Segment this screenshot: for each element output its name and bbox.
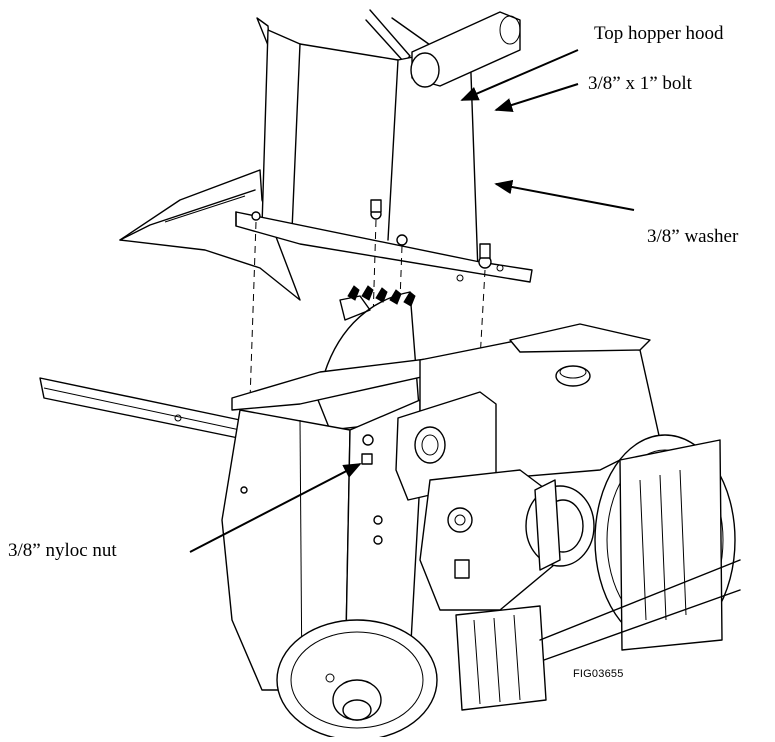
callout-arrows [189,49,635,553]
figure-id: FIG03655 [573,668,624,680]
chipper-blades [347,285,416,307]
label-nyloc-nut: 3/8” nyloc nut [8,540,117,561]
front-wheel [276,619,438,741]
hood-bolts [251,199,504,282]
label-top-hopper-hood: Top hopper hood [594,23,724,44]
engine [395,323,661,611]
label-bolt: 3/8” x 1” bolt [588,73,692,94]
axle-bracket [455,559,741,711]
label-washer: 3/8” washer [647,226,739,247]
right-wheel [594,434,736,651]
top-hopper-hood [119,9,533,301]
